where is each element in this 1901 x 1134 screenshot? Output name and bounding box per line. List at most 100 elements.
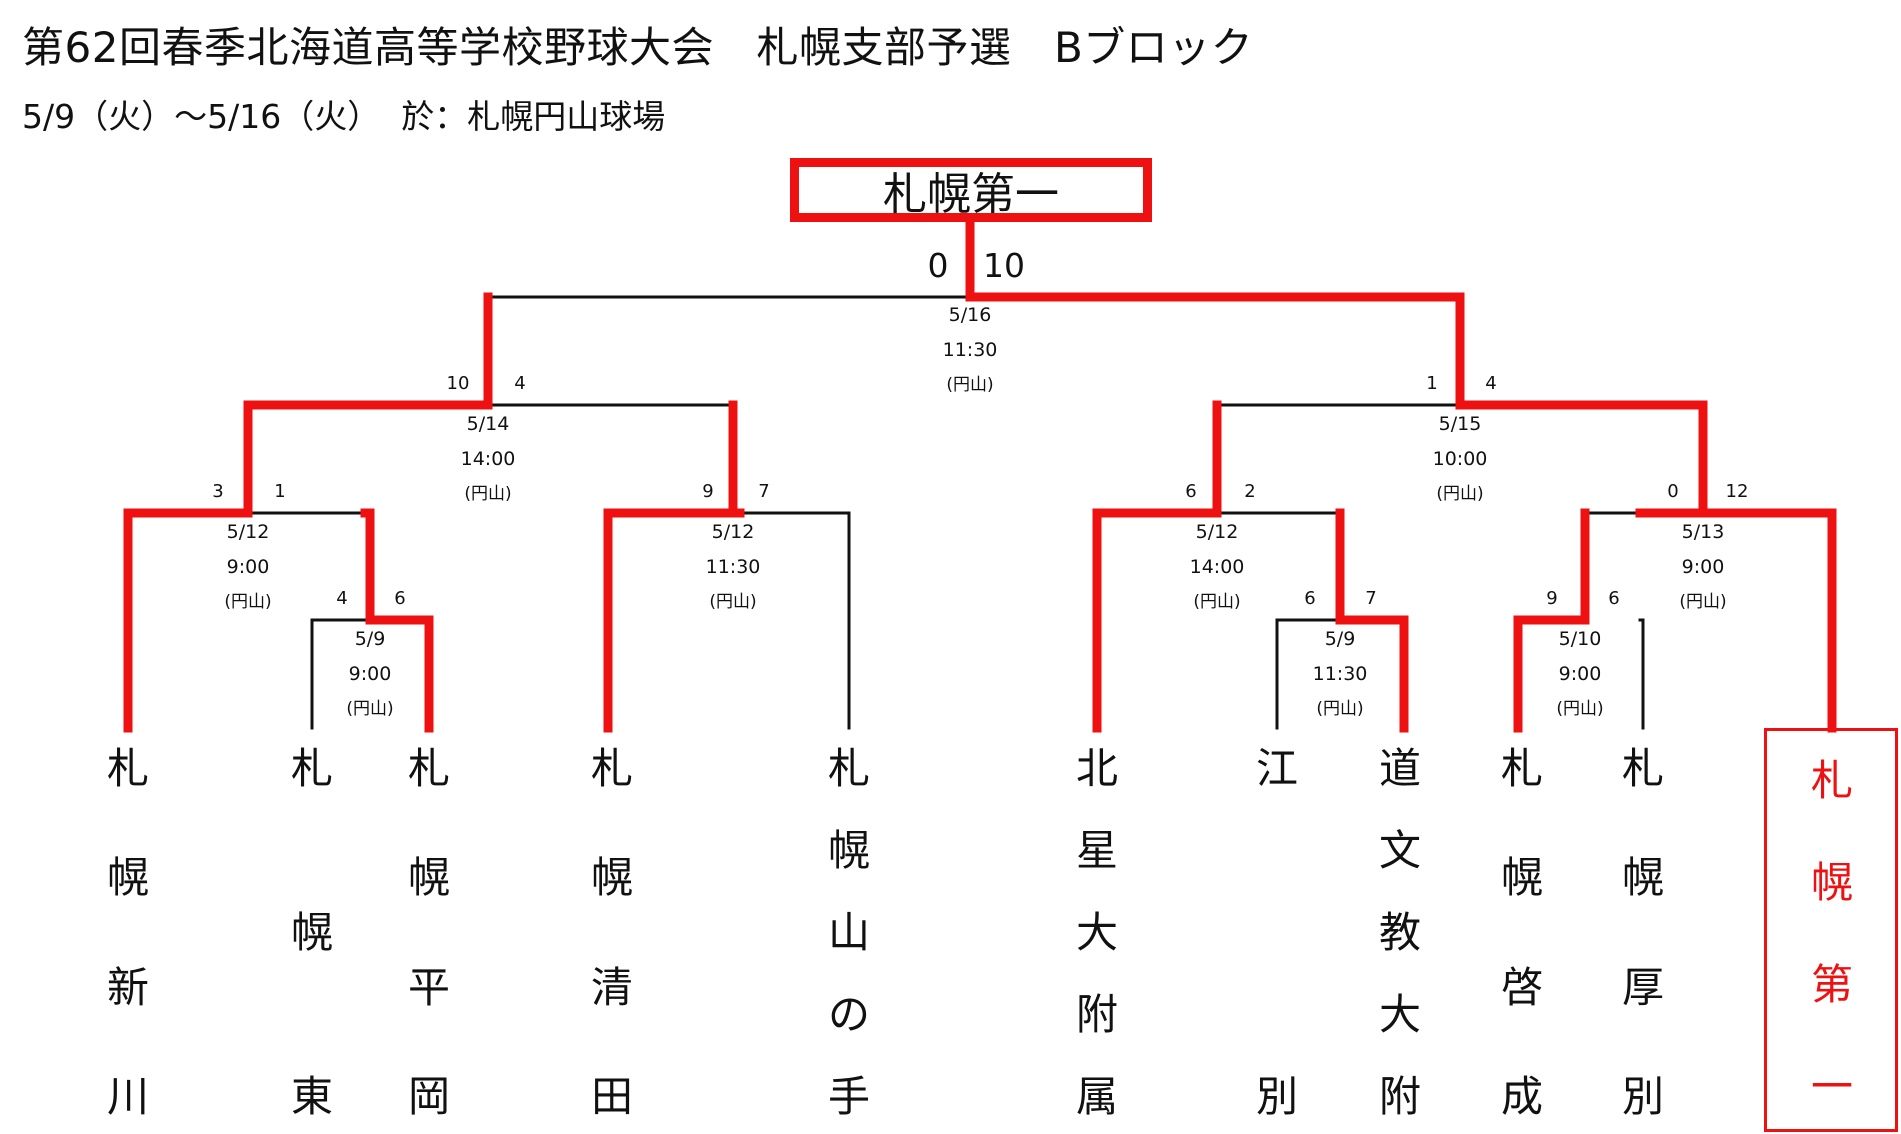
score-right: 4 bbox=[1485, 373, 1497, 394]
team-ebetsu: 江別 bbox=[1242, 748, 1312, 1118]
match-date: 5/9 bbox=[354, 628, 386, 650]
match-venue: (円山) bbox=[1436, 484, 1484, 504]
team-name-char: 札 bbox=[106, 744, 149, 793]
team-name-char: 文 bbox=[1378, 826, 1421, 875]
match-info: 5/15 10:00 (円山) bbox=[1433, 407, 1488, 512]
match-info: 5/10 9:00 (円山) bbox=[1556, 622, 1603, 727]
team-name-char: 川 bbox=[106, 1071, 149, 1121]
team-name-char: 札 bbox=[590, 744, 633, 793]
match-venue: (円山) bbox=[709, 592, 757, 612]
match-date: 5/13 bbox=[1681, 521, 1725, 543]
team-name-char: 第 bbox=[1810, 960, 1853, 1009]
score-right: 7 bbox=[758, 481, 770, 502]
match-time: 14:00 bbox=[1189, 556, 1245, 578]
match-date: 5/10 bbox=[1558, 628, 1602, 650]
team-name-char: 道 bbox=[1378, 744, 1421, 793]
score-left: 9 bbox=[702, 481, 714, 502]
team-name-char: 厚 bbox=[1621, 962, 1664, 1012]
team-name-char: 札 bbox=[1500, 744, 1543, 793]
team-name-char: 江 bbox=[1255, 744, 1298, 793]
team-name-char: 札 bbox=[290, 744, 333, 793]
match-time: 9:00 bbox=[226, 556, 270, 578]
team-name-char: 幌 bbox=[827, 826, 870, 875]
match-venue: (円山) bbox=[1679, 592, 1727, 612]
score-right: 2 bbox=[1244, 481, 1256, 502]
match-venue: (円山) bbox=[1193, 592, 1241, 612]
match-venue: (円山) bbox=[1316, 699, 1364, 719]
team-sapporo-yamanote: 札幌山の手 bbox=[814, 748, 884, 1118]
match-time: 11:30 bbox=[942, 339, 998, 361]
score-left: 6 bbox=[1185, 481, 1197, 502]
match-info: 5/16 11:30 (円山) bbox=[943, 298, 998, 403]
team-name-char: 幌 bbox=[407, 853, 450, 903]
score-right: 6 bbox=[394, 588, 406, 609]
match-date: 5/12 bbox=[1195, 521, 1239, 543]
match-info: 5/9 9:00 (円山) bbox=[346, 622, 393, 727]
match-time: 14:00 bbox=[460, 448, 516, 470]
score-left: 3 bbox=[212, 481, 224, 502]
team-name-char: 幌 bbox=[106, 853, 149, 903]
team-name-char: 山 bbox=[827, 908, 870, 957]
match-date: 5/15 bbox=[1438, 413, 1482, 435]
match-time: 9:00 bbox=[1681, 556, 1725, 578]
team-name-char: 岡 bbox=[407, 1071, 450, 1121]
team-name-char: 大 bbox=[1378, 990, 1421, 1039]
team-sapporo-shinkawa: 札幌新川 bbox=[93, 748, 163, 1118]
team-hokusei-daifu: 北星大附属 bbox=[1062, 748, 1132, 1118]
team-sapporo-hiraoka: 札幌平岡 bbox=[394, 748, 464, 1118]
team-dobunkyo-daifu: 道文教大附 bbox=[1365, 748, 1435, 1118]
match-time: 9:00 bbox=[348, 663, 392, 685]
team-name-char: 教 bbox=[1378, 908, 1421, 957]
team-name-char: 札 bbox=[1810, 756, 1853, 805]
match-info: 5/14 14:00 (円山) bbox=[461, 407, 516, 512]
score-right: 1 bbox=[274, 481, 286, 502]
team-name-char: 北 bbox=[1075, 744, 1118, 793]
team-sapporo-kiyota: 札幌清田 bbox=[577, 748, 647, 1118]
team-name-char: 手 bbox=[827, 1072, 870, 1121]
team-name-char: 大 bbox=[1075, 908, 1118, 957]
match-venue: (円山) bbox=[224, 592, 272, 612]
team-name-char: 別 bbox=[1255, 1072, 1298, 1121]
match-time: 11:30 bbox=[1312, 663, 1368, 685]
score-left: 1 bbox=[1426, 373, 1438, 394]
team-name-char: 属 bbox=[1075, 1072, 1118, 1121]
match-venue: (円山) bbox=[1556, 699, 1604, 719]
score-left: 0 bbox=[1667, 481, 1679, 502]
team-sapporo-higashi: 札幌東 bbox=[277, 748, 347, 1118]
team-name-char: 別 bbox=[1621, 1071, 1664, 1121]
winner-team-box bbox=[1764, 728, 1898, 1132]
match-date: 5/14 bbox=[466, 413, 510, 435]
match-venue: (円山) bbox=[464, 484, 512, 504]
score-right: 6 bbox=[1608, 588, 1620, 609]
score-left: 10 bbox=[446, 373, 470, 394]
team-name-char: 札 bbox=[827, 744, 870, 793]
champion-box: 札幌第一 bbox=[790, 158, 1152, 222]
bracket-lines-loser bbox=[246, 295, 1645, 730]
match-time: 11:30 bbox=[705, 556, 761, 578]
match-info: 5/13 9:00 (円山) bbox=[1679, 515, 1726, 620]
match-info: 5/12 14:00 (円山) bbox=[1190, 515, 1245, 620]
match-date: 5/12 bbox=[711, 521, 755, 543]
team-sapporo-atsubetsu: 札幌厚別 bbox=[1608, 748, 1678, 1118]
score-right: 12 bbox=[1725, 481, 1749, 502]
score-right: 7 bbox=[1365, 588, 1377, 609]
team-name-char: 幌 bbox=[590, 853, 633, 903]
match-time: 9:00 bbox=[1558, 663, 1602, 685]
team-name-char: の bbox=[827, 990, 870, 1039]
team-name-char: 星 bbox=[1075, 826, 1118, 875]
match-venue: (円山) bbox=[946, 375, 994, 395]
team-sapporo-keisei: 札幌啓成 bbox=[1487, 748, 1557, 1118]
team-name-char: 附 bbox=[1075, 990, 1118, 1039]
team-name-char: 東 bbox=[290, 1072, 333, 1121]
team-name-char: 清 bbox=[590, 962, 633, 1012]
team-name-char: 田 bbox=[590, 1071, 633, 1121]
team-name-char: 成 bbox=[1500, 1071, 1543, 1121]
score-right: 10 bbox=[983, 246, 1025, 285]
score-left: 6 bbox=[1304, 588, 1316, 609]
team-name-char: 附 bbox=[1378, 1072, 1421, 1121]
team-name-char: 平 bbox=[407, 962, 450, 1012]
champion-name: 札幌第一 bbox=[883, 169, 1059, 220]
team-name-char: 新 bbox=[106, 962, 149, 1012]
team-name-char: 一 bbox=[1810, 1062, 1853, 1111]
team-name-char: 札 bbox=[407, 744, 450, 793]
